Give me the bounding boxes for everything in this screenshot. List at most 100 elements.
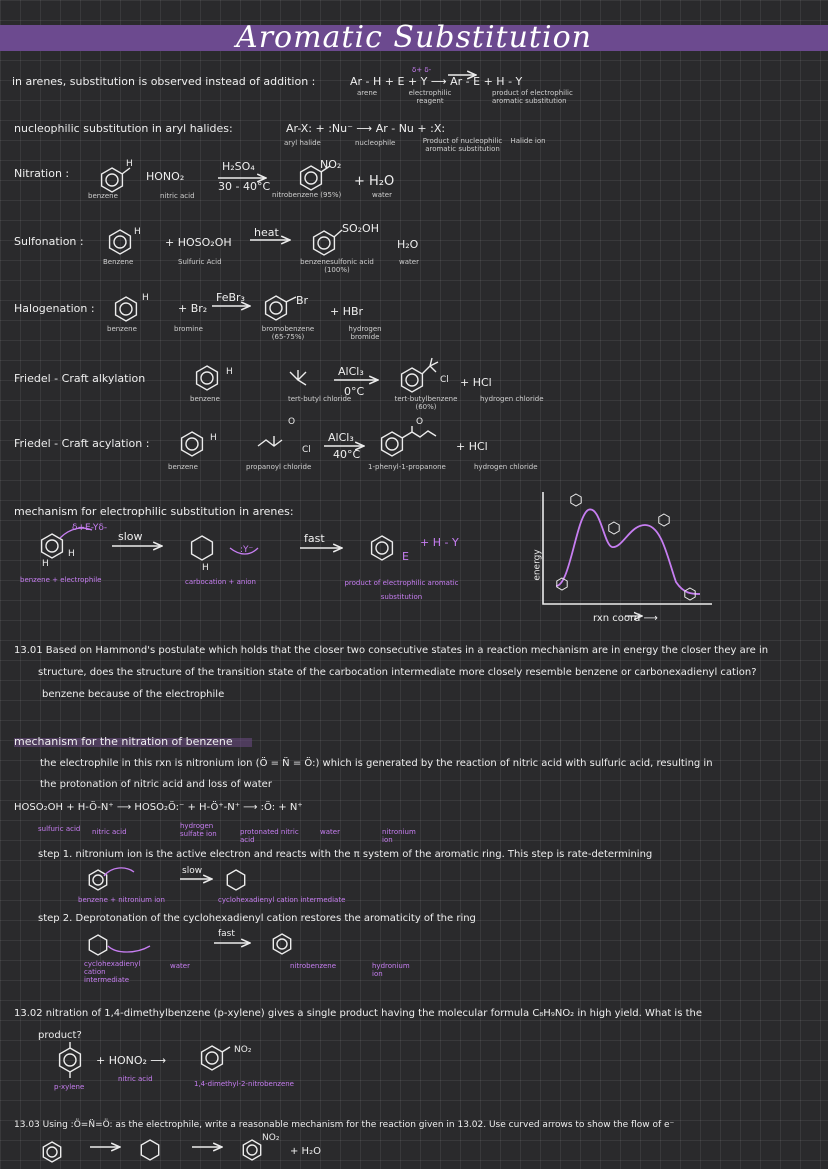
acylation-product-name: 1-phenyl-1-propanone [368, 463, 446, 471]
tertbutyl-chloride-bonds [289, 370, 307, 386]
q1-answer: benzene because of the electrophile [42, 689, 225, 700]
title-band [0, 25, 828, 51]
step2-fast: fast [218, 929, 235, 939]
nitration-benzene: benzene [88, 192, 118, 200]
svg-text:H: H [42, 559, 49, 569]
benzene-ring-q3-mid [140, 1139, 160, 1161]
benzene-ring-alkylation-reactant [195, 365, 219, 391]
intro-equation: Ar - H + E + Y ⟶ Ar - E + H - Y [350, 75, 523, 88]
step1-text: step 1. nitronium ion is the active elec… [38, 849, 653, 860]
step2-left-label: cyclohexadienyl cation intermediate [84, 960, 141, 984]
halogenation-br-bond [285, 296, 297, 303]
alkylation-product-name: tert-butylbenzene (60%) [394, 395, 458, 411]
nitration-reagent: HONO₂ [146, 170, 185, 183]
svg-text:H: H [202, 563, 209, 573]
nucleophilic-halide: Halide ion [510, 137, 546, 145]
svg-text:H: H [210, 433, 217, 443]
benzene-ring-step1-right [226, 869, 246, 891]
nucleophilic-equation: Ar-X: + :Nu⁻ ⟶ Ar - Nu + :X: [286, 122, 446, 135]
svg-text:O: O [288, 417, 295, 427]
intro-charges: δ+ δ- [412, 66, 432, 74]
q2-no2-bond [221, 1046, 231, 1053]
q2-reagent: + HONO₂ ⟶ [96, 1054, 167, 1067]
benzene-ring-q2-product [200, 1045, 224, 1071]
sulfonation-byproduct: H₂O [397, 238, 419, 251]
nitration-mech-line2: the protonation of nitric acid and loss … [40, 779, 272, 790]
acylation-benzene: benzene [168, 463, 198, 471]
benzene-ring-step1-left [88, 869, 108, 891]
nitration-cond-top: H₂SO₄ [222, 160, 255, 173]
alkylation-cond-top: AlCl₃ [338, 365, 364, 378]
alkylation-byproduct-name: hydrogen chloride [480, 395, 544, 403]
atom-labels: H H H H H Cl Cl O O H H H NO₂ NO₂ [42, 159, 449, 1143]
nucleophilic-text: nucleophilic substitution in aryl halide… [14, 122, 233, 135]
svg-text:E: E [402, 550, 409, 563]
nitration-byproduct: + H₂O [354, 174, 395, 189]
benzene-ring-sulfonation-product [312, 230, 336, 256]
alkylation-label: Friedel - Craft alkylation [14, 372, 146, 385]
step1-left-label: benzene + nitronium ion [78, 896, 165, 904]
q3-text: 13.03 Using :Ö=N̈=Ö: as the electrophile… [14, 1120, 675, 1130]
halogenation-cond: FeBr₃ [216, 291, 245, 304]
benzene-ring-halogenation-product [264, 295, 288, 321]
svg-text:NO₂: NO₂ [262, 1133, 280, 1143]
q1-line2: structure, does the structure of the tra… [38, 667, 757, 678]
intro-arene: arene [357, 89, 378, 97]
q2-start: p-xylene [54, 1083, 85, 1091]
acylation-byproduct-name: hydrogen chloride [474, 463, 538, 471]
svg-text:Cl: Cl [302, 445, 311, 455]
halogenation-reagent-name: bromine [174, 325, 203, 333]
heading-highlight [14, 738, 252, 747]
nucleophilic-aryl-halide: aryl halide [284, 139, 321, 147]
mechanism-hy: + H - Y [420, 536, 459, 549]
halogenation-byproduct: + HBr [330, 305, 364, 318]
nitration-mech-eq: HOSO₂OH + H-Ö-N⁺ ⟶ HOSO₂Ö:⁻ + H-Ö⁺-N⁺ ⟶ … [14, 802, 303, 813]
alkylation-byproduct: + HCl [460, 376, 492, 389]
page-title: Aromatic Substitution [236, 20, 592, 55]
svg-text:NO₂: NO₂ [234, 1045, 252, 1055]
svg-text:H: H [126, 159, 133, 169]
energy-diagram-axes [542, 492, 712, 605]
propanoyl-chloride-bonds [257, 436, 283, 447]
q1-line1: 13.01 Based on Hammond's postulate which… [14, 645, 769, 656]
benzene-ring-acylation-reactant [180, 431, 204, 457]
q2-product-name: 1,4-dimethyl-2-nitrobenzene [194, 1080, 294, 1088]
halogenation-byproduct-name: hydrogen bromide [348, 325, 382, 341]
acylation-cond-bottom: 40°C [333, 448, 361, 461]
mechanism-reactants: benzene + electrophile [20, 576, 102, 584]
alkylation-tertbutyl-bonds [421, 357, 439, 375]
svg-text:H: H [226, 367, 233, 377]
sulfonation-product-name: benzenesulfonic acid (100%) [300, 258, 374, 274]
mechanism-slow: slow [118, 530, 143, 543]
svg-text::Y⁻: :Y⁻ [240, 545, 254, 555]
benzene-ring-acylation-product [380, 431, 404, 457]
sulfonation-reagent-name: Sulfuric Acid [178, 258, 222, 266]
halogenation-reagent: + Br₂ [178, 302, 208, 315]
acylation-reagent-name: propanoyl chloride [246, 463, 312, 471]
alkylation-cond-bottom: 0°C [344, 385, 365, 398]
benzene-ring-nitration-reactant [100, 167, 124, 193]
label-sulfuric: sulfuric acid [38, 825, 81, 833]
benzene-ring-q2-start [58, 1047, 82, 1073]
benzene-ring-mechanism-reactant [40, 533, 64, 559]
nitration-cond-bottom: 30 - 40°C [218, 180, 271, 193]
step2-text: step 2. Deprotonation of the cyclohexadi… [38, 913, 476, 924]
nitration-mech-heading: mechanism for the nitration of benzene [14, 735, 233, 748]
halogenation-benzene: benzene [107, 325, 137, 333]
label-nitronium: nitronium ion [382, 828, 416, 844]
mechanism-fast: fast [304, 532, 325, 545]
halogenation-product-name: bromobenzene (65-75%) [261, 325, 315, 341]
label-water: water [320, 828, 340, 836]
sulfonation-reagent: + HOSO₂OH [165, 236, 232, 249]
sulfonation-cond: heat [254, 226, 279, 239]
step1-right-label: cyclohexadienyl cation intermediate [218, 896, 346, 904]
nitration-h-bond [121, 167, 131, 175]
nitration-reagent-name: nitric acid [160, 192, 195, 200]
q2-line1: 13.02 nitration of 1,4-dimethylbenzene (… [14, 1008, 703, 1019]
benzene-ring-step2-left [88, 934, 108, 956]
q3-byproduct: + H₂O [290, 1146, 321, 1157]
step2-hydronium: hydronium ion [372, 962, 410, 978]
sulfonation-so2oh-bond [333, 229, 343, 238]
nitration-product-group: NO₂ [320, 158, 342, 171]
